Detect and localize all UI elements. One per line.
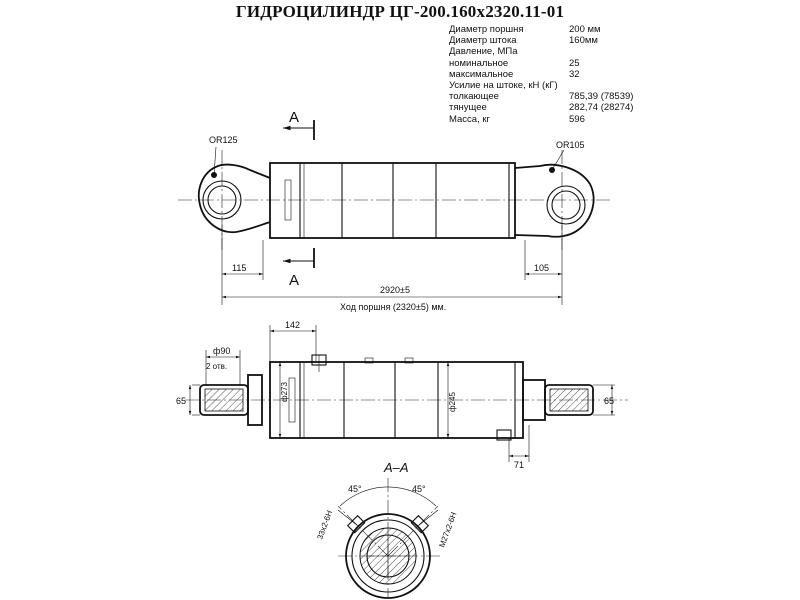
spec-value: 32: [569, 68, 580, 80]
spec-value: 282,74 (28274): [569, 102, 634, 114]
spec-row: максимальное 32: [449, 69, 649, 80]
dim-65-left: 65: [176, 396, 186, 406]
drawing-title: ГИДРОЦИЛИНДР ЦГ-200.160х2320.11-01: [235, 2, 565, 21]
spec-row: Диаметр штока 160мм: [449, 35, 649, 46]
radius-left-label: OR125: [209, 135, 238, 145]
spec-label: максимальное: [449, 68, 514, 80]
dim-phi-body-left: ф273: [280, 382, 289, 402]
dim-phi-body-right: ф245: [448, 392, 457, 412]
section-a-a: А–А 45° 45° 33x2-6Н М27x2-6Н: [315, 460, 459, 599]
stroke-label: Ход поршня (2320±5) мм.: [340, 302, 446, 312]
dim-2-holes: 2 отв.: [206, 362, 227, 371]
spec-label: Масса, кг: [449, 113, 490, 125]
spec-row: Диаметр поршня 200 мм: [449, 24, 649, 35]
spec-row: Усилие на штоке, кН (кГ): [449, 80, 649, 91]
radius-right-label: OR105: [556, 140, 585, 150]
port-left-label: 33x2-6Н: [315, 509, 334, 541]
section-letter: А: [289, 272, 299, 289]
dim-right-eye: 105: [534, 263, 549, 273]
angle-right: 45°: [412, 484, 426, 494]
port-boss-right: [410, 514, 430, 534]
left-eye-side: [199, 374, 263, 426]
section-letter: А: [289, 109, 299, 126]
cylinder-body: [269, 162, 516, 239]
section-title: А–А: [383, 460, 409, 475]
spec-row: номинальное 25: [449, 58, 649, 69]
spec-value: 25: [569, 57, 580, 69]
spec-label: Усилие на штоке, кН (кГ): [449, 79, 558, 91]
dim-71: 71: [514, 460, 524, 470]
port-right-label: М27x2-6Н: [437, 511, 458, 549]
side-view: 142 ф90 2 отв. 65: [176, 320, 628, 470]
dim-142: 142: [285, 320, 300, 330]
dim-65-right: 65: [604, 396, 614, 406]
spec-value: 596: [569, 113, 585, 125]
spec-label: Давление, МПа: [449, 46, 518, 58]
left-rod-eye: OR125: [197, 135, 271, 234]
right-eye-side: [522, 379, 594, 421]
spec-label: Диаметр поршня: [449, 24, 524, 35]
section-marker-top: А: [283, 109, 315, 140]
dim-phi90: ф90: [213, 346, 230, 356]
spec-row: Масса, кг 596: [449, 114, 649, 125]
dim-overall: 2920±5: [380, 285, 410, 295]
port-boss-left: [346, 514, 366, 534]
spec-row: Давление, МПа: [449, 46, 649, 57]
front-view: А А OR125: [178, 109, 612, 312]
right-rod-eye: OR105: [514, 140, 595, 238]
spec-label: толкающее: [449, 91, 499, 103]
spec-label: номинальное: [449, 57, 509, 69]
spec-value: 785,39 (78539): [569, 91, 634, 103]
cylinder-body-side: [269, 354, 524, 441]
spec-row: тянущее 282,74 (28274): [449, 102, 649, 113]
dim-left-eye: 115: [232, 263, 246, 273]
spec-row: толкающее 785,39 (78539): [449, 91, 649, 102]
spec-value: 160мм: [569, 35, 598, 47]
spec-value: 200 мм: [569, 24, 601, 35]
spec-label: Диаметр штока: [449, 35, 517, 47]
spec-label: тянущее: [449, 102, 487, 114]
angle-left: 45°: [348, 484, 362, 494]
section-marker-bottom: А: [283, 248, 315, 289]
